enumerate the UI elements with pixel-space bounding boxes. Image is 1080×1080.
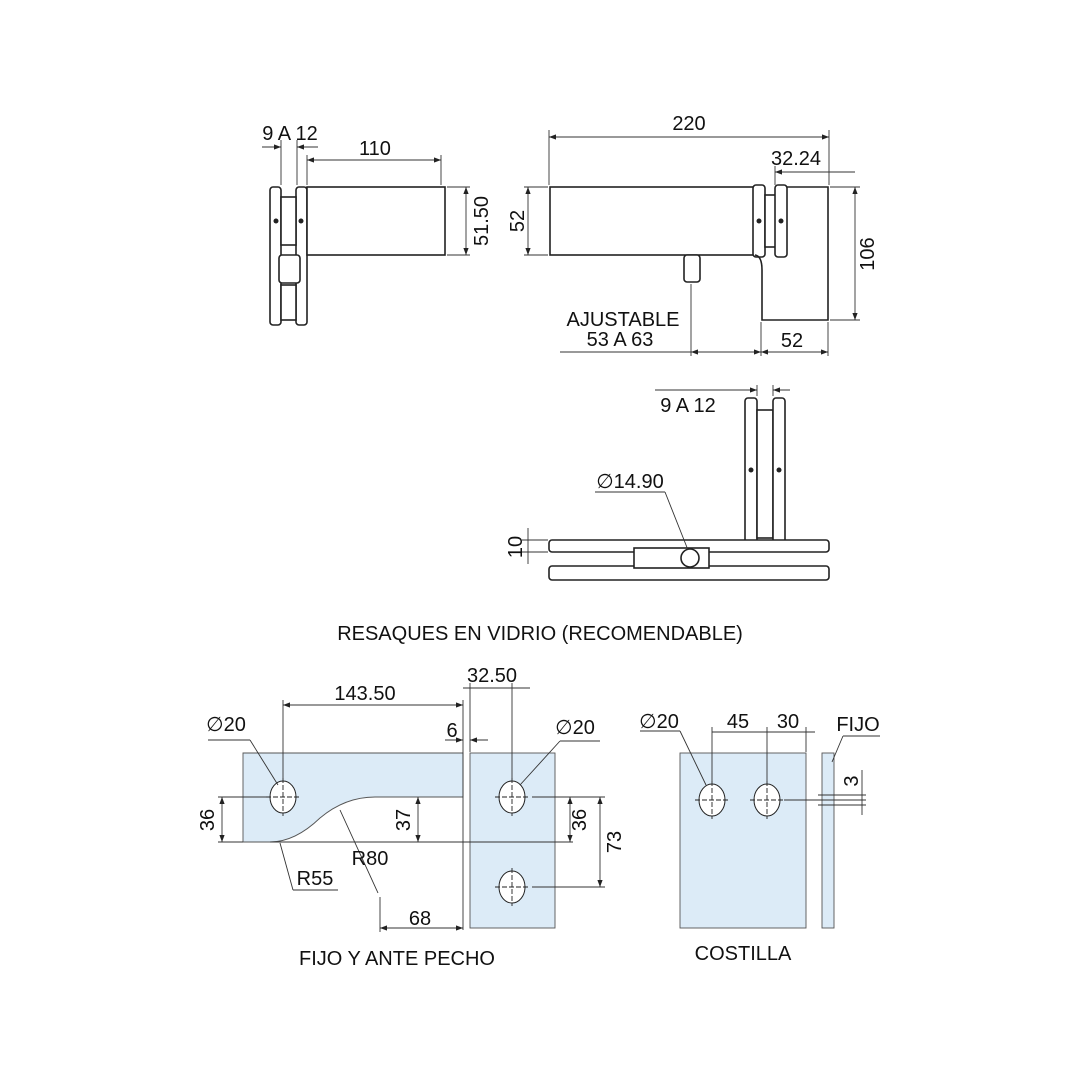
dim-hinge-offset: 32.24 xyxy=(771,148,821,170)
top-right-view: 220 32.24 52 106 AJUSTABLE 53 A 63 52 xyxy=(507,113,879,356)
dim-gap: 6 xyxy=(446,720,457,742)
adjustable-range: 53 A 63 xyxy=(587,329,654,351)
dim-total-height: 106 xyxy=(857,237,879,270)
dim-height: 51.50 xyxy=(471,196,493,246)
dim-length: 143.50 xyxy=(334,683,395,705)
hole-right-diameter: ∅20 xyxy=(555,717,595,739)
dim-bracket-width: 52 xyxy=(781,330,803,352)
dim-spacing: 73 xyxy=(604,831,626,853)
top-left-view: 9 A 12 110 51.50 xyxy=(262,123,493,326)
dim-bottom-length: 68 xyxy=(409,908,431,930)
hole-left-diameter: ∅20 xyxy=(206,714,246,736)
dim-glass-thickness: 9 A 12 xyxy=(262,123,318,145)
dim-glass-thickness: 9 A 12 xyxy=(660,395,716,417)
costilla-caption: COSTILLA xyxy=(695,943,792,965)
dim-gap: 3 xyxy=(841,775,863,786)
dim-h-right: 36 xyxy=(569,809,591,831)
dim-width: 32.50 xyxy=(467,665,517,687)
dim-diameter: ∅14.90 xyxy=(596,471,663,493)
radius-small: R55 xyxy=(297,868,334,890)
dim-h-mid: 37 xyxy=(393,809,415,831)
adjustable-label: AJUSTABLE xyxy=(567,309,680,331)
dim-edge: 30 xyxy=(777,711,799,733)
dim-length: 110 xyxy=(359,138,391,160)
fijo-ante-pecho-view: 143.50 32.50 6 ∅20 ∅20 36 37 36 73 R55 R… xyxy=(197,665,626,970)
dim-overall-length: 220 xyxy=(672,113,705,135)
hole-diameter: ∅20 xyxy=(639,711,679,733)
costilla-view: 45 30 ∅20 FIJO 3 COSTILLA xyxy=(639,711,880,965)
dim-h-left: 36 xyxy=(197,809,219,831)
dim-spacing: 45 xyxy=(727,711,749,733)
fijo-label: FIJO xyxy=(836,714,879,736)
section-title: RESAQUES EN VIDRIO (RECOMENDABLE) xyxy=(337,623,743,645)
radius-large: R80 xyxy=(352,848,389,870)
fijo-caption: FIJO Y ANTE PECHO xyxy=(299,948,495,970)
bottom-view: 9 A 12 ∅14.90 10 xyxy=(505,385,830,581)
dim-thickness: 10 xyxy=(505,536,527,558)
dim-height: 52 xyxy=(507,210,529,232)
